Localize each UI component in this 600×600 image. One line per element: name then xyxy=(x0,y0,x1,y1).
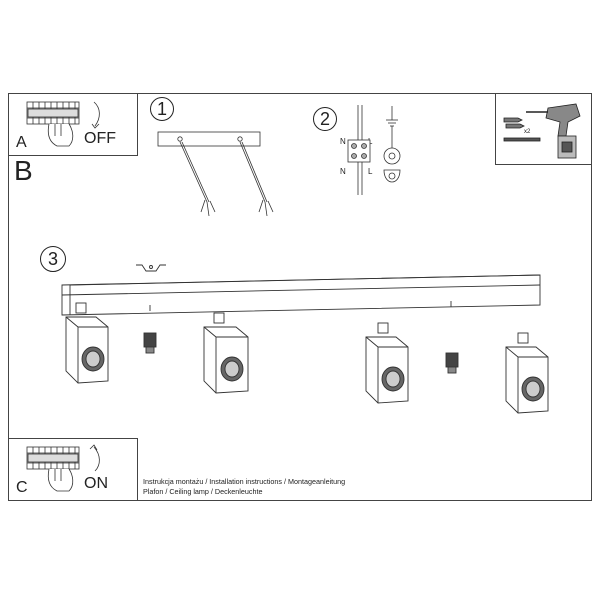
wire-label-n-top: N xyxy=(340,137,346,146)
step-1-circle: 1 xyxy=(150,97,174,121)
step-1-number: 1 xyxy=(156,99,167,119)
wire-label-l-bottom: L xyxy=(368,167,373,176)
panel-a-switch-label: OFF xyxy=(84,130,116,147)
tools-panel: x2 xyxy=(495,93,592,165)
wire-label-n-bottom: N xyxy=(340,167,346,176)
anchor-count: x2 xyxy=(524,129,531,135)
panel-c-switch-label: ON xyxy=(84,475,108,492)
panel-c-letter: C xyxy=(16,479,28,496)
breaker-off-icon xyxy=(26,101,100,147)
panel-c: C ON xyxy=(8,438,138,501)
panel-a: A OFF xyxy=(8,93,138,156)
breaker-on-icon xyxy=(26,444,100,492)
product-type: Plafon / Ceiling lamp / Deckenleuchte xyxy=(143,487,263,496)
ceiling-plate-diagram xyxy=(157,131,274,217)
panel-b-letter: B xyxy=(14,155,33,186)
terminal-block-icon xyxy=(347,105,401,195)
panel-a-letter: A xyxy=(16,134,27,151)
step-2-number: 2 xyxy=(319,109,330,129)
instructions-title: Instrukcja montażu / Installation instru… xyxy=(143,477,346,486)
ceiling-lamp-diagram xyxy=(61,264,549,414)
step-2-circle: 2 xyxy=(313,107,337,131)
step-3-circle: 3 xyxy=(40,246,66,272)
drill-icon xyxy=(503,103,581,159)
step-3-number: 3 xyxy=(47,249,58,269)
